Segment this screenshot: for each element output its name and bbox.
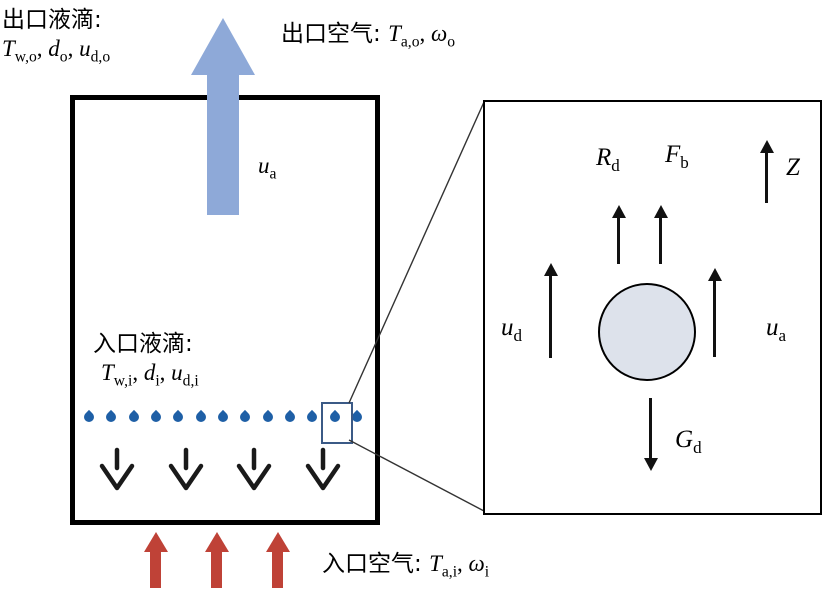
droplet-icon <box>238 409 253 425</box>
subscript: d,i <box>182 372 199 390</box>
droplet-icon <box>126 409 141 425</box>
subscript: a <box>778 326 787 345</box>
outlet-air-label: 出口空气: Ta,o, ωo <box>281 20 455 52</box>
subscript: a,o <box>400 33 420 51</box>
variable: R <box>596 144 612 171</box>
variable: d <box>48 35 60 61</box>
droplet-icon <box>81 409 97 425</box>
inlet-air-arrow-icon <box>211 552 222 588</box>
outlet-air-values: Ta,o, ωo <box>388 21 455 51</box>
droplet-icon <box>260 409 275 425</box>
spray-nozzle-icon <box>301 447 345 493</box>
variable: ω <box>468 551 485 576</box>
separator: , <box>36 35 49 61</box>
outlet-droplet-values: Tw,o, do, ud,o <box>2 35 110 67</box>
drag-force-arrow-icon <box>617 218 620 264</box>
inlet-droplet-title: 入口液滴: <box>93 331 193 357</box>
droplet-icon <box>148 409 164 425</box>
nozzle-row <box>95 447 345 493</box>
tower-air-velocity-label: ua <box>258 152 276 184</box>
variable: T <box>388 21 401 46</box>
zoom-highlight-rect <box>321 402 353 444</box>
subscript: w,i <box>113 372 133 390</box>
variable: u <box>258 153 270 178</box>
droplet-icon <box>104 409 119 425</box>
outlet-droplet-title: 出口液滴: <box>2 7 102 33</box>
variable: F <box>665 141 681 168</box>
variable: T <box>101 359 114 385</box>
droplet-icon <box>305 409 320 425</box>
gravity-label: Gd <box>675 424 702 458</box>
subscript: d <box>693 438 702 457</box>
droplet-velocity-arrow-icon <box>549 276 552 358</box>
droplet-icon <box>282 409 298 425</box>
spray-nozzle-icon <box>164 447 208 493</box>
inlet-air-label: 入口空气: Ta,i, ωi <box>322 550 489 582</box>
variable: u <box>766 314 779 341</box>
variable: d <box>143 359 156 385</box>
variable: T <box>2 35 15 61</box>
buoyancy-force-label: Fb <box>665 139 689 173</box>
air-velocity-arrow-icon <box>713 281 716 357</box>
inlet-air-title: 入口空气: <box>322 551 430 577</box>
droplet-circle <box>598 283 696 381</box>
subscript: a,i <box>441 563 458 581</box>
outlet-droplet-label: 出口液滴: Tw,o, do, ud,o <box>2 6 110 67</box>
spray-nozzle-icon <box>95 447 139 493</box>
variable: u <box>79 35 91 61</box>
subscript: b <box>680 153 689 172</box>
z-axis-arrow-icon <box>765 153 768 203</box>
subscript: w,o <box>14 48 37 66</box>
buoyancy-force-arrow-icon <box>659 218 662 264</box>
subscript: d <box>611 156 620 175</box>
inlet-droplet-values: Tw,i, di, ud,i <box>93 359 199 391</box>
droplet-velocity-label: ud <box>501 312 522 346</box>
inlet-air-arrow-icon <box>150 552 161 588</box>
inlet-air-values: Ta,i, ωi <box>429 551 489 581</box>
variable: u <box>501 314 514 341</box>
variable: G <box>675 426 694 453</box>
separator: , <box>132 359 144 385</box>
inlet-air-arrow-icon <box>272 552 283 588</box>
spray-nozzle-icon <box>232 447 276 493</box>
subscript: d <box>513 326 523 345</box>
subscript: i <box>155 372 160 390</box>
variable: ω <box>431 21 448 46</box>
droplet-icon <box>215 409 231 425</box>
variable: T <box>429 551 442 576</box>
subscript: i <box>484 563 490 581</box>
outlet-air-arrow-head <box>191 18 255 75</box>
outlet-air-arrow-shaft <box>207 73 239 215</box>
subscript: o <box>447 33 456 51</box>
z-axis-label: Z <box>786 152 800 186</box>
droplet-icon <box>171 409 186 425</box>
inlet-droplet-label: 入口液滴: Tw,i, di, ud,i <box>93 330 199 391</box>
gravity-arrow-icon <box>649 398 652 458</box>
separator: , <box>159 359 172 385</box>
subscript: d,o <box>90 48 111 66</box>
drag-force-label: Rd <box>596 142 620 176</box>
outlet-air-title: 出口空气: <box>281 21 389 47</box>
separator: , <box>457 551 469 576</box>
air-velocity-detail-label: ua <box>766 312 786 346</box>
droplet-icon <box>193 409 208 425</box>
subscript: o <box>59 48 68 66</box>
separator: , <box>67 35 80 61</box>
variable: Z <box>786 154 800 181</box>
variable: u <box>171 359 183 385</box>
subscript: a <box>269 165 277 183</box>
separator: , <box>419 21 432 46</box>
